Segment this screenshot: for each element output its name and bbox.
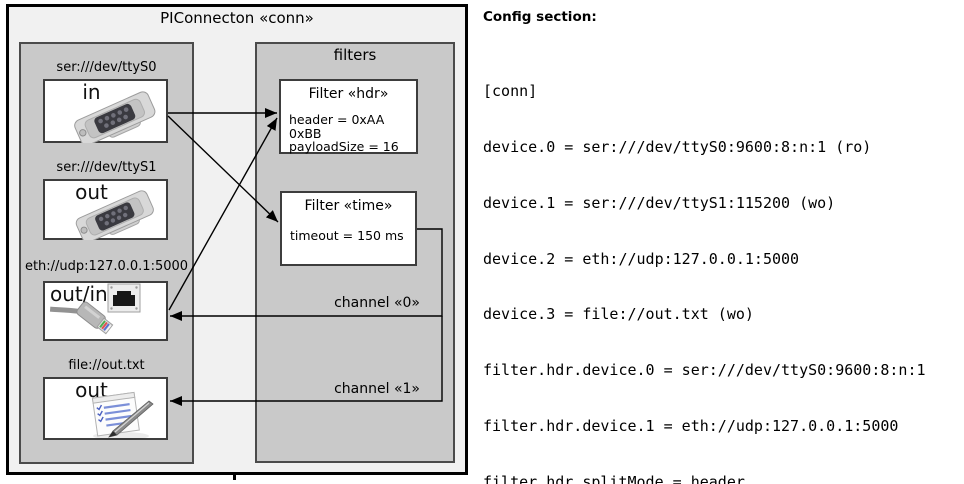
config-line: device.1 = ser:///dev/ttyS1:115200 (wo) [483,193,836,212]
device-label-ttys1: ser:///dev/ttyS1 [56,160,157,175]
config-text-block: [conn] device.0 = ser:///dev/ttyS0:9600:… [483,45,935,484]
config-section-heading: Config section: [483,9,597,25]
device-direction: out/in [50,282,108,306]
device-box-ttys1: out [43,179,168,240]
config-line: device.0 = ser:///dev/ttyS0:9600:8:n:1 (… [483,137,872,156]
channel-1-label: channel «1» [334,381,420,397]
device-label-eth: eth://udp:127.0.0.1:5000 [24,259,189,274]
config-line: [conn] [483,82,538,101]
filter-hdr-title: Filter «hdr» [308,86,389,102]
filter-hdr-payloadsize-property: payloadSize = 16 [289,139,399,154]
device-label-ttys0: ser:///dev/ttyS0 [56,60,157,75]
config-line: filter.hdr.device.1 = eth://udp:127.0.0.… [483,416,899,435]
device-box-file: out [43,377,168,440]
filter-hdr-header-property: header = 0xAA 0xBB [289,112,385,141]
filter-time-box: Filter «time» timeout = 150 ms [280,191,417,266]
serial-connector-icon [74,91,156,143]
serial-connector-icon [75,190,154,240]
device-direction: in [82,80,101,104]
device-direction: out [75,180,108,204]
device-direction: out [75,378,108,402]
filter-hdr-box: Filter «hdr» header = 0xAA 0xBB payloadS… [279,79,418,154]
file-notepad-icon [91,391,154,440]
device-box-eth: out/in [43,281,168,341]
channel-0-label: channel «0» [334,295,420,311]
device-label-file: file://out.txt [68,358,145,373]
config-line: filter.hdr.splitMode = header [483,472,745,484]
filter-hdr-properties: header = 0xAA 0xBB payloadSize = 16 [289,113,416,154]
filter-time-title: Filter «time» [304,198,393,214]
device-box-ttys0: in [43,79,168,143]
diagram-title: PIConnecton «conn» [160,9,314,27]
config-line: filter.hdr.device.0 = ser:///dev/ttyS0:9… [483,361,926,380]
config-line: device.2 = eth://udp:127.0.0.1:5000 [483,249,800,268]
filter-time-timeout-property: timeout = 150 ms [290,228,404,243]
ethernet-connector-icon [49,283,141,335]
config-line: device.3 = file://out.txt (wo) [483,305,754,324]
filters-panel-title: filters [333,46,377,64]
